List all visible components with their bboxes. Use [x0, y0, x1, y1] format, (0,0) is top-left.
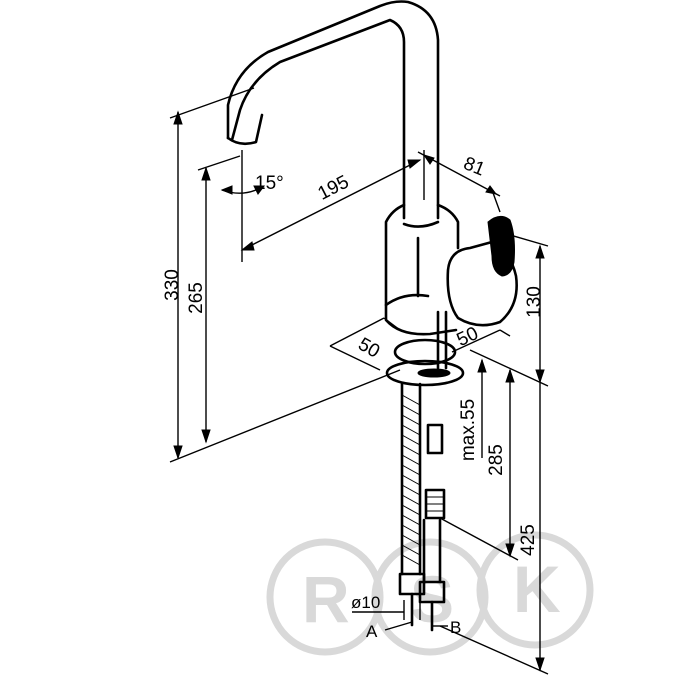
mounting-base [385, 310, 465, 387]
watermark-letter-r: R [302, 562, 350, 636]
label-hose-diameter: ø10 [351, 593, 380, 612]
label-connection-a: A [366, 622, 378, 641]
label-hose-length-1: 285 [486, 444, 507, 476]
label-angle: 15° [255, 173, 284, 194]
label-base-left: 50 [354, 334, 383, 363]
hoses [398, 382, 446, 632]
handle [446, 216, 518, 327]
watermark-circle-2 [371, 538, 489, 656]
label-base-right: 50 [454, 323, 482, 351]
watermark-circle-1 [266, 538, 384, 656]
watermark-circle-3 [476, 531, 594, 649]
label-spout-reach: 195 [315, 172, 353, 205]
label-max-deck: max.55 [458, 399, 479, 461]
dimension-lines [169, 87, 549, 675]
watermark: R S K [266, 531, 594, 656]
label-hose-length-2: 425 [518, 524, 539, 556]
label-body-height: 130 [524, 286, 545, 318]
watermark-letter-k: K [513, 552, 561, 626]
spout [226, 0, 440, 220]
faucet-body [384, 203, 460, 336]
label-spout-height: 265 [186, 282, 207, 314]
label-connection-b: B [450, 618, 461, 637]
label-overall-height: 330 [162, 269, 183, 301]
